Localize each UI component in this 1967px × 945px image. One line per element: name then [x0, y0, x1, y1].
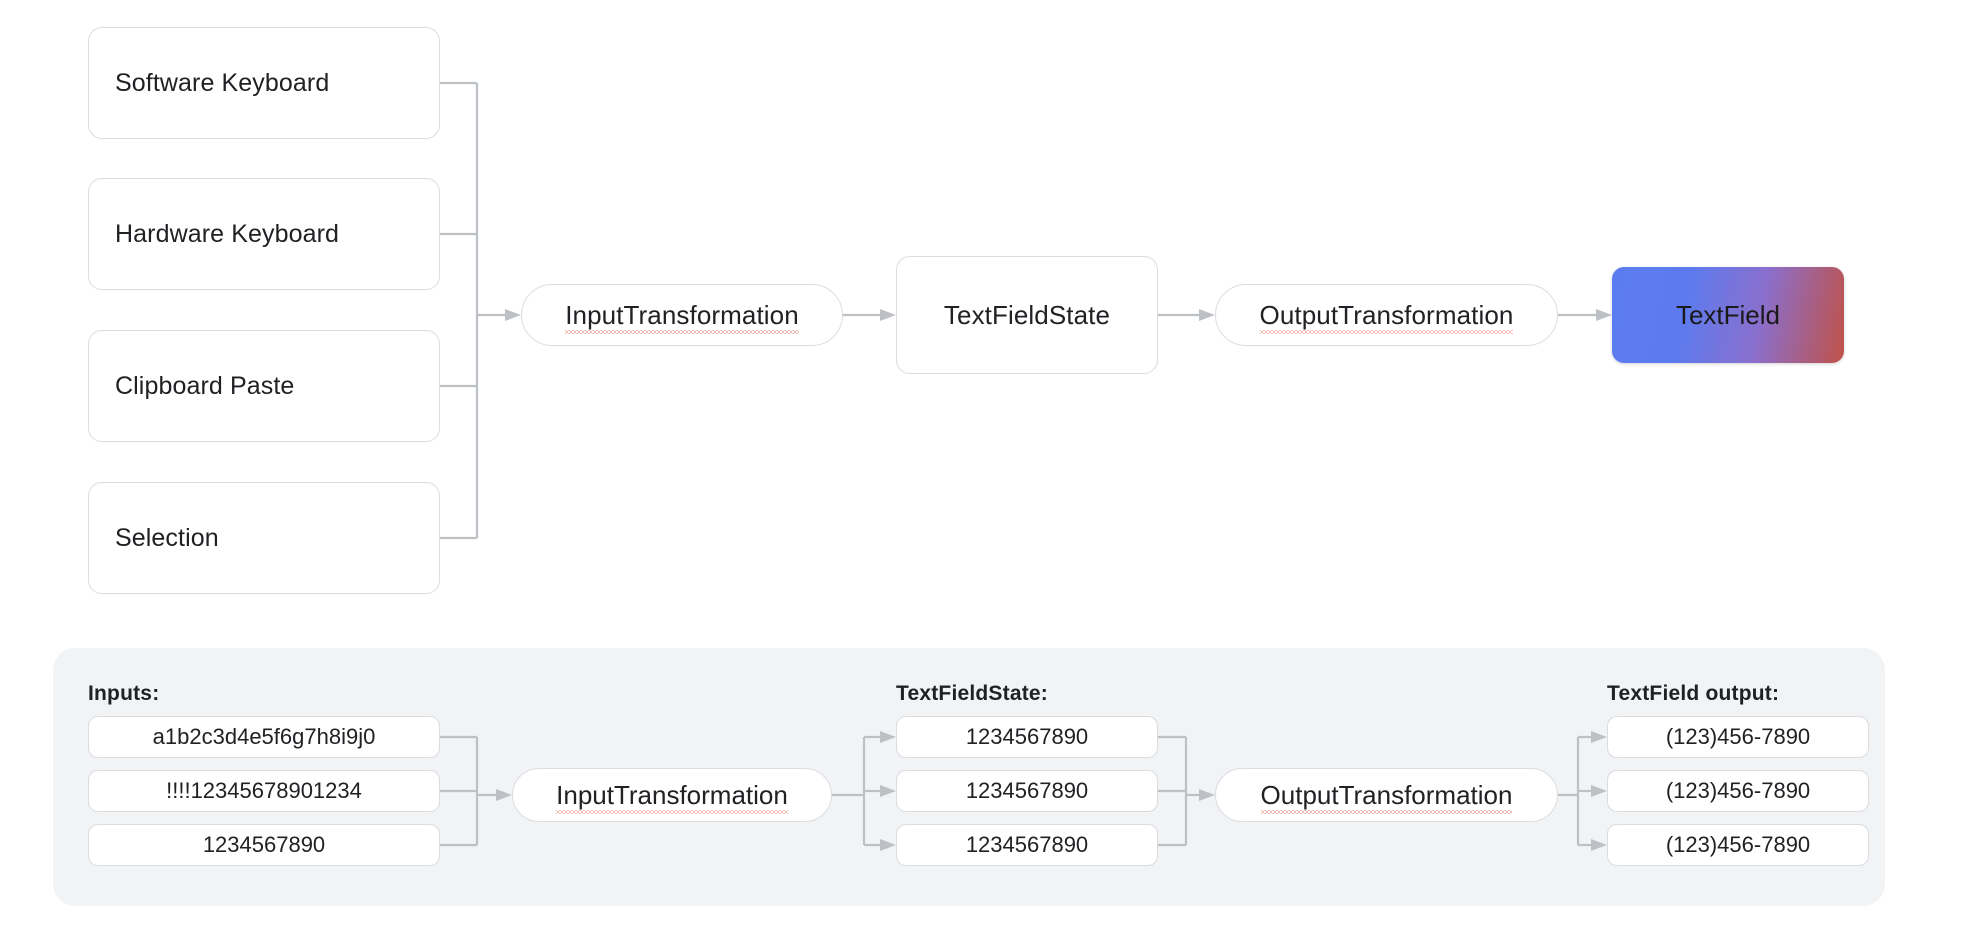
source-node-label: Hardware Keyboard: [115, 219, 340, 248]
pipeline-node-label: OutputTransformation: [1259, 299, 1514, 334]
pipeline-node-input-transformation[interactable]: InputTransformation: [521, 284, 843, 346]
example-column-title-output: TextField output:: [1607, 682, 1780, 705]
source-node-selection[interactable]: Selection: [88, 482, 440, 594]
example-column-title-inputs: Inputs:: [88, 682, 160, 705]
wire-input-to-state: [843, 309, 896, 321]
example-input-value: 1234567890: [88, 824, 440, 866]
source-node-hardware-keyboard[interactable]: Hardware Keyboard: [88, 178, 440, 290]
source-node-clipboard-paste[interactable]: Clipboard Paste: [88, 330, 440, 442]
example-state-value: 1234567890: [896, 824, 1158, 866]
example-input-value: !!!!12345678901234: [88, 770, 440, 812]
source-node-label: Selection: [115, 523, 219, 552]
pipeline-node-output-transformation[interactable]: OutputTransformation: [1215, 284, 1558, 346]
source-node-label: Clipboard Paste: [115, 371, 295, 400]
pipeline-node-label: TextField: [1675, 299, 1781, 330]
wire-state-to-output: [1158, 309, 1215, 321]
example-column-title-state: TextFieldState:: [896, 682, 1048, 705]
example-output-value: (123)456-7890: [1607, 716, 1869, 758]
wire-output-to-textfield: [1558, 309, 1612, 321]
pipeline-node-textfieldstate[interactable]: TextFieldState: [896, 256, 1158, 374]
example-node-label: OutputTransformation: [1260, 779, 1513, 814]
source-node-label: Software Keyboard: [115, 68, 330, 97]
example-output-value: (123)456-7890: [1607, 770, 1869, 812]
example-state-value: 1234567890: [896, 770, 1158, 812]
wire-sources-merge: [440, 81, 521, 540]
source-node-software-keyboard[interactable]: Software Keyboard: [88, 27, 440, 139]
pipeline-node-label: TextFieldState: [943, 299, 1111, 330]
example-input-value: a1b2c3d4e5f6g7h8i9j0: [88, 716, 440, 758]
example-node-input-transformation[interactable]: InputTransformation: [512, 768, 832, 822]
example-output-value: (123)456-7890: [1607, 824, 1869, 866]
example-node-output-transformation[interactable]: OutputTransformation: [1215, 768, 1558, 822]
pipeline-node-label: InputTransformation: [565, 299, 799, 334]
pipeline-node-textfield[interactable]: TextField: [1612, 267, 1844, 363]
example-node-label: InputTransformation: [556, 779, 788, 814]
example-state-value: 1234567890: [896, 716, 1158, 758]
